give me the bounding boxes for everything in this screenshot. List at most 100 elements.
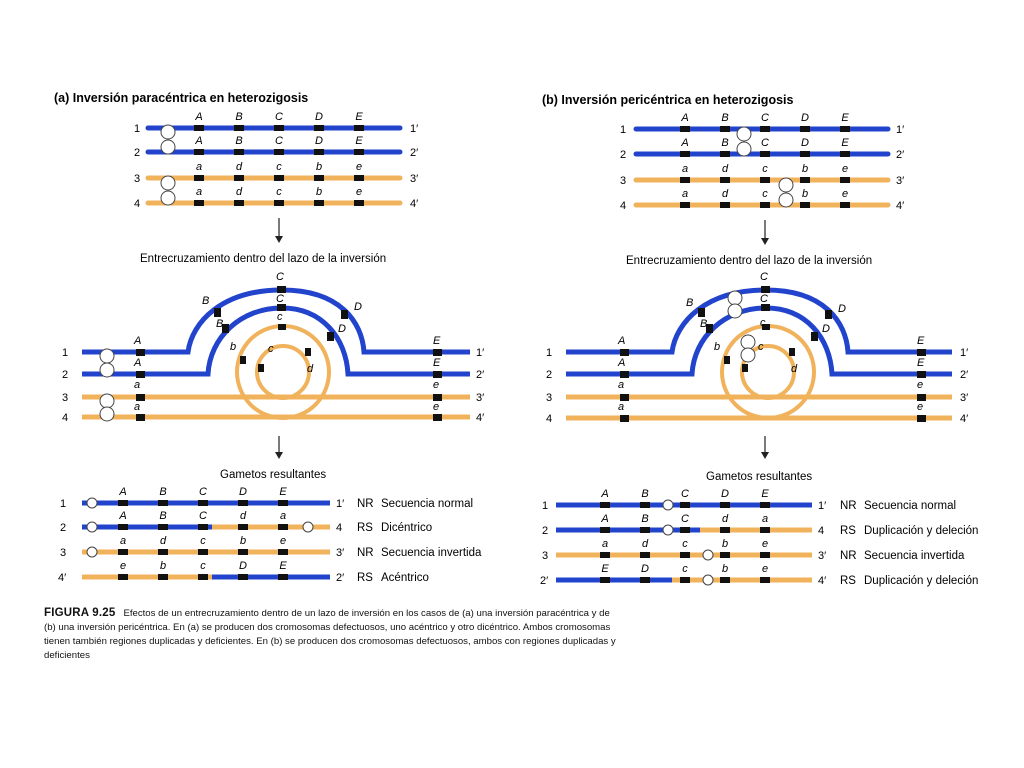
chrom-number: 4 — [818, 525, 824, 537]
centromere — [161, 125, 175, 205]
chrom-number: 3 — [542, 550, 548, 562]
chrom-number: 2′ — [540, 575, 548, 587]
gene-label: c — [276, 186, 282, 198]
down-arrow-icon — [275, 218, 283, 243]
gene-label: E — [917, 357, 925, 369]
gene-label: c — [682, 563, 688, 575]
panel-b-gametes: 1 2 3 2′ 1′ 4 3′ 4′ A B C D E A B C d a … — [540, 488, 978, 587]
gene-label: E — [355, 111, 363, 123]
gene-label: C — [760, 271, 768, 283]
chrom-number: 1′ — [896, 124, 904, 136]
gene-label: D — [354, 301, 362, 313]
gene-label: c — [762, 163, 768, 175]
gene-label: B — [216, 318, 223, 330]
gamete-description: Duplicación y deleción — [864, 525, 978, 537]
chrom-number: 3′ — [960, 392, 968, 404]
gene-label: D — [315, 135, 323, 147]
gene-label: d — [722, 513, 729, 525]
gene-label: C — [761, 112, 769, 124]
caption-text: Efectos de un entrecruzamiento dentro de… — [44, 608, 616, 661]
chrom-number: 1′ — [818, 500, 826, 512]
gene-label: D — [239, 486, 247, 498]
gene-label: a — [682, 163, 688, 175]
gene-label: c — [276, 161, 282, 173]
crossover-heading: Entrecruzamiento dentro del lazo de la i… — [626, 255, 872, 267]
gene-label: B — [235, 135, 242, 147]
gene-label: b — [722, 538, 728, 550]
gamete-description: Dicéntrico — [381, 522, 432, 534]
gamete-type-code: NR — [840, 500, 857, 512]
gene-label: C — [760, 293, 768, 305]
gene-label: B — [235, 111, 242, 123]
gene-label: b — [316, 186, 322, 198]
gene-label: e — [356, 186, 362, 198]
gene-label: d — [722, 163, 729, 175]
gene-label: d — [236, 161, 243, 173]
inversion-crossover-figure: (a) Inversión paracéntrica en heterozigo… — [0, 0, 1024, 600]
gene-label: D — [721, 488, 729, 500]
gamete-type-code: NR — [357, 547, 374, 559]
panel-b: (b) Inversión pericéntrica en heterozigo… — [540, 93, 978, 587]
panel-a-top-chromosomes: 1 2 3 4 1′ 2′ 3′ 4′ A B C D E A B C D E … — [134, 111, 418, 210]
gamete-type-code: NR — [840, 550, 857, 562]
gene-label: E — [433, 335, 441, 347]
gene-label: C — [761, 137, 769, 149]
gene-label: b — [722, 563, 728, 575]
gene-label: b — [714, 341, 720, 353]
gene-label: A — [118, 486, 126, 498]
gene-label: b — [316, 161, 322, 173]
gene-label: c — [758, 341, 764, 353]
gene-label: e — [917, 379, 923, 391]
gene-label: d — [236, 186, 243, 198]
gene-label: D — [822, 323, 830, 335]
gene-label: A — [600, 488, 608, 500]
gene-label: c — [762, 188, 768, 200]
chrom-number: 2′ — [960, 369, 968, 381]
gene-label: d — [160, 535, 167, 547]
gene-label: e — [842, 188, 848, 200]
panel-a-gametes: 1 2 3 4′ 1′ 4 3′ 2′ A B C D E A B C d a … — [58, 486, 482, 584]
gene-label: e — [356, 161, 362, 173]
gene-label: a — [196, 186, 202, 198]
gene-label: E — [279, 560, 287, 572]
gene-label: e — [762, 538, 768, 550]
chrom-number: 3 — [134, 173, 140, 185]
gene-label: d — [642, 538, 649, 550]
gene-label: B — [641, 488, 648, 500]
chrom-number: 3′ — [410, 173, 418, 185]
gene-label: C — [199, 510, 207, 522]
chrom-number: 1 — [134, 123, 140, 135]
gene-label: c — [277, 311, 283, 323]
gene-label: c — [682, 538, 688, 550]
gene-label: e — [120, 560, 126, 572]
gene-label: a — [120, 535, 126, 547]
chrom-number: 1 — [62, 347, 68, 359]
chrom-number: 1 — [542, 500, 548, 512]
chrom-number: 4 — [546, 413, 552, 425]
gamete-type-code: RS — [357, 572, 373, 584]
chrom-number: 1 — [546, 347, 552, 359]
gamete-description: Secuencia normal — [381, 498, 473, 510]
gamete-type-code: NR — [357, 498, 374, 510]
gene-label: C — [276, 271, 284, 283]
gene-label: A — [194, 111, 202, 123]
gene-label: d — [722, 188, 729, 200]
gene-label: e — [917, 401, 923, 413]
chrom-number: 2 — [60, 522, 66, 534]
gene-label: C — [681, 513, 689, 525]
gene-label: d — [307, 363, 314, 375]
chrom-number: 3 — [546, 392, 552, 404]
chrom-number: 3 — [620, 175, 626, 187]
gene-label: a — [762, 513, 768, 525]
gene-label: b — [802, 163, 808, 175]
chrom-number: 3′ — [476, 392, 484, 404]
gamete-type-code: RS — [840, 575, 856, 587]
gene-label: a — [602, 538, 608, 550]
chrom-number: 4′ — [818, 575, 826, 587]
gene-label: e — [762, 563, 768, 575]
gene-label: b — [240, 535, 246, 547]
inversion-loop-a: 1 2 3 4 1′ 2′ 3′ 4′ A A a a E E e e B C … — [62, 271, 484, 424]
gene-label: A — [600, 513, 608, 525]
chrom-number: 2 — [546, 369, 552, 381]
